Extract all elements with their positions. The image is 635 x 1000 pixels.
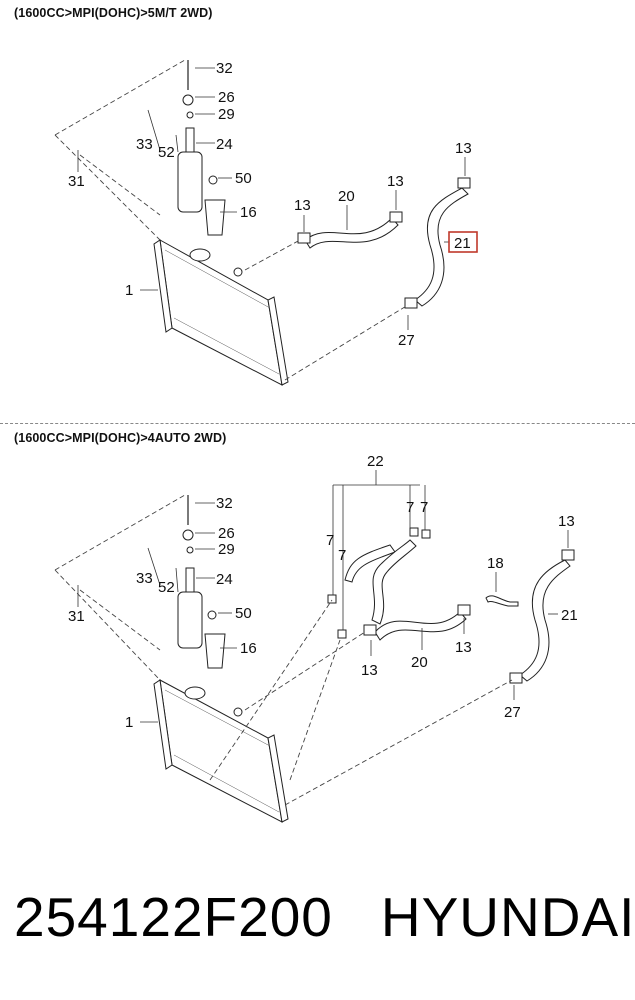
upper-hose-20 <box>304 217 399 249</box>
callout-labels: 32 26 29 33 52 24 31 50 16 13 20 13 13 2… <box>68 60 478 349</box>
reservoir-tank-part <box>177 127 226 236</box>
callout-16: 16 <box>240 204 257 221</box>
callout-21: 21 <box>454 235 471 252</box>
callout-16-auto: 16 <box>240 640 257 657</box>
part-number-footer: 254122F200 HYUNDAI <box>14 885 635 949</box>
section-title-auto: (1600CC>MPI(DOHC)>4AUTO 2WD) <box>14 431 227 445</box>
callout-13-b: 13 <box>387 173 404 190</box>
callout-7-c: 7 <box>406 499 414 516</box>
callout-1: 1 <box>125 282 133 299</box>
callout-26: 26 <box>218 89 235 106</box>
callout-21-auto: 21 <box>561 607 578 624</box>
lower-hose-21 <box>414 187 469 307</box>
callout-7-d: 7 <box>420 499 428 516</box>
callout-13-mid-auto: 13 <box>455 639 472 656</box>
callout-20: 20 <box>338 188 355 205</box>
callout-32: 32 <box>216 60 233 77</box>
callout-26-auto: 26 <box>218 525 235 542</box>
callout-27: 27 <box>398 332 415 349</box>
callout-7-a: 7 <box>326 532 334 549</box>
callout-31-auto: 31 <box>68 608 85 625</box>
callout-33-auto: 33 <box>136 570 153 587</box>
callout-18: 18 <box>487 555 504 572</box>
callout-29-auto: 29 <box>218 541 235 558</box>
callout-27-auto: 27 <box>504 704 521 721</box>
oil-cooler-hose-7b <box>371 539 417 625</box>
callout-52: 52 <box>158 144 175 161</box>
callout-1-auto: 1 <box>125 714 133 731</box>
callout-50: 50 <box>235 170 252 187</box>
callout-32-auto: 32 <box>216 495 233 512</box>
callout-13-top-auto: 13 <box>558 513 575 530</box>
callout-7-b: 7 <box>338 547 346 564</box>
highlight-box-21 <box>448 231 478 253</box>
clamp-18 <box>485 595 519 607</box>
callout-13-c: 13 <box>455 140 472 157</box>
part-number: 254122F200 <box>14 886 333 948</box>
callout-50-auto: 50 <box>235 605 252 622</box>
upper-hose-20-auto <box>374 611 467 641</box>
diagram-manual-transmission: 32 26 29 33 52 24 31 50 16 13 20 13 13 2… <box>54 59 478 386</box>
callout-33: 33 <box>136 136 153 153</box>
leader-lines-auto <box>77 470 569 723</box>
reservoir-tank-part-auto <box>177 567 226 669</box>
callout-24: 24 <box>216 136 233 153</box>
callout-22: 22 <box>367 453 384 470</box>
radiator-part <box>153 239 289 386</box>
callout-13-left-auto: 13 <box>361 662 378 679</box>
callout-52-auto: 52 <box>158 579 175 596</box>
section-title-manual: (1600CC>MPI(DOHC)>5M/T 2WD) <box>14 6 213 20</box>
lower-hose-21-auto <box>519 559 571 682</box>
brand-name: HYUNDAI <box>380 886 635 948</box>
callout-31: 31 <box>68 173 85 190</box>
callout-24-auto: 24 <box>216 571 233 588</box>
diagram-auto-transmission: 22 32 7 7 26 7 7 29 13 33 52 24 18 31 50… <box>54 453 578 823</box>
radiator-part-auto <box>153 679 289 823</box>
leader-lines <box>77 67 466 330</box>
section-divider <box>0 423 635 424</box>
callout-labels-auto: 22 32 7 7 26 7 7 29 13 33 52 24 18 31 50… <box>68 453 578 731</box>
callout-29: 29 <box>218 106 235 123</box>
callout-20-auto: 20 <box>411 654 428 671</box>
callout-13-a: 13 <box>294 197 311 214</box>
